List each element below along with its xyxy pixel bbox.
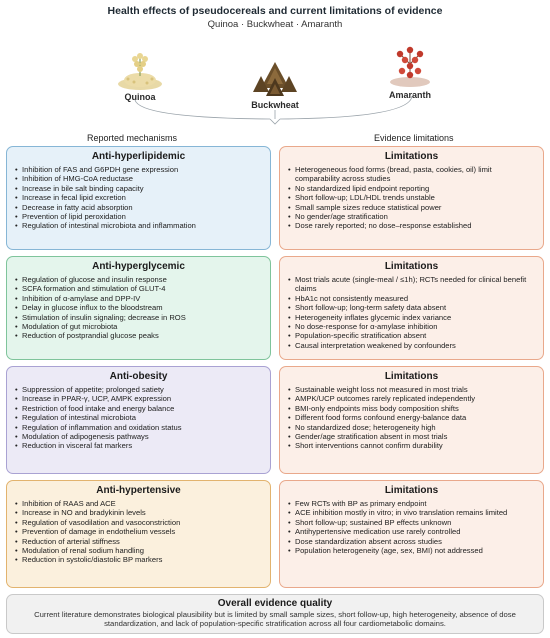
list-item: Modulation of renal sodium handling [15,546,264,556]
list-item: Delay in glucose influx to the bloodstre… [15,303,264,313]
list-item: Few RCTs with BP as primary endpoint [288,499,537,509]
list-item: Gender/age stratification absent in most… [288,432,537,442]
list-item: Most trials acute (single-meal / ≤1h); R… [288,275,537,294]
limitation-list: Few RCTs with BP as primary endpoint ACE… [280,499,543,556]
anti-obesity-mechanisms-box: Anti-obesity Suppression of appetite; pr… [6,366,271,474]
amaranth-crop: Amaranth [375,44,445,100]
figure-subtitle: Quinoa · Buckwheat · Amaranth [207,19,343,30]
overall-title: Overall evidence quality [217,598,333,609]
list-item: Heterogeneity inflates glycemic index va… [288,313,537,323]
buckwheat-label: Buckwheat [251,100,299,110]
anti-hyperglycemic-mechanisms-box: Anti-hyperglycemic Regulation of glucose… [6,256,271,360]
list-item: No standardized lipid endpoint reporting [288,184,537,194]
list-item: Dose rarely reported; no dose–response e… [288,221,537,231]
list-item: Reduction of postprandial glucose peaks [15,331,264,341]
anti-hypertensive-mechanisms-box: Anti-hypertensive Inhibition of RAAS and… [6,480,271,588]
mechanism-box-title: Anti-hyperlipidemic [91,151,186,162]
list-item: Regulation of intestinal microbiota [15,413,264,423]
list-item: No standardized dose; heterogeneity high [288,423,537,433]
mechanism-list: Suppression of appetite; prolonged satie… [7,385,270,451]
list-item: Regulation of glucose and insulin respon… [15,275,264,285]
limitations-box-title: Limitations [384,261,439,272]
list-item: HbA1c not consistently measured [288,294,537,304]
list-item: AMPK/UCP outcomes rarely replicated inde… [288,394,537,404]
list-item: Causal interpretation weakened by confou… [288,341,537,351]
list-item: Short follow-up; long-term safety data a… [288,303,537,313]
buckwheat-crop: Buckwheat [240,58,310,110]
figure-title: Health effects of pseudocereals and curr… [107,5,443,17]
list-item: Suppression of appetite; prolonged satie… [15,385,264,395]
list-item: Increase in NO and bradykinin levels [15,508,264,518]
mechanism-box-title: Anti-hyperglycemic [92,261,185,272]
list-item: Population heterogeneity (age, sex, BMI)… [288,546,537,556]
amaranth-label: Amaranth [388,90,431,100]
list-item: Dose standardization absent across studi… [288,537,537,547]
list-item: Regulation of vasodilation and vasoconst… [15,518,264,528]
anti-hyperlipidemic-mechanisms-box: Anti-hyperlipidemic Inhibition of FAS an… [6,146,271,250]
mechanism-box-title: Anti-hypertensive [96,485,181,496]
list-item: Short follow-up; sustained BP effects un… [288,518,537,528]
list-item: Stimulation of insulin signaling; decrea… [15,313,264,323]
list-item: Inhibition of FAS and G6PDH gene express… [15,165,264,175]
list-item: Inhibition of α-amylase and DPP-IV [15,294,264,304]
list-item: Increase in fecal lipid excretion [15,193,264,203]
limitation-list: Heterogeneous food forms (bread, pasta, … [280,165,543,231]
list-item: Modulation of gut microbiota [15,322,264,332]
list-item: Inhibition of RAAS and ACE [15,499,264,509]
list-item: Reduction of arterial stiffness [15,537,264,547]
list-item: Inhibition of HMG-CoA reductase [15,174,264,184]
limitation-list: Most trials acute (single-meal / ≤1h); R… [280,275,543,351]
list-item: Increase in PPAR-γ, UCP, AMPK expression [15,394,264,404]
list-item: Small sample sizes reduce statistical po… [288,203,537,213]
quinoa-icon [118,53,162,90]
list-item: Increase in bile salt binding capacity [15,184,264,194]
quinoa-label: Quinoa [124,92,156,102]
list-item: Prevention of damage in endothelium vess… [15,527,264,537]
list-item: No dose-response for α-amylase inhibitio… [288,322,537,332]
list-item: Antihypertensive medication use rarely c… [288,527,537,537]
amaranth-icon [390,46,430,87]
list-item: SCFA formation and stimulation of GLUT-4 [15,284,264,294]
anti-hypertensive-limitations-box: Limitations Few RCTs with BP as primary … [279,480,544,588]
list-item: Short interventions cannot confirm durab… [288,441,537,451]
overall-evidence-box: Overall evidence quality Current literat… [6,594,544,634]
list-item: Prevention of lipid peroxidation [15,212,264,222]
list-item: Regulation of inflammation and oxidation… [15,423,264,433]
list-item: Regulation of intestinal microbiota and … [15,221,264,231]
anti-hyperlipidemic-limitations-box: Limitations Heterogeneous food forms (br… [279,146,544,250]
limitations-box-title: Limitations [384,485,439,496]
list-item: Heterogeneous food forms (bread, pasta, … [288,165,537,184]
limitation-list: Sustainable weight loss not measured in … [280,385,543,451]
list-item: Restriction of food intake and energy ba… [15,404,264,414]
list-item: Short follow-up; LDL/HDL trends unstable [288,193,537,203]
list-item: ACE inhibition mostly in vitro; in vivo … [288,508,537,518]
list-item: Different food forms confound energy-bal… [288,413,537,423]
mechanisms-column-header: Reported mechanisms [87,133,178,143]
list-item: Reduction in visceral fat markers [15,441,264,451]
limitations-box-title: Limitations [384,371,439,382]
mechanism-list: Inhibition of FAS and G6PDH gene express… [7,165,270,231]
anti-obesity-limitations-box: Limitations Sustainable weight loss not … [279,366,544,474]
list-item: Modulation of adipogenesis pathways [15,432,264,442]
anti-hyperglycemic-limitations-box: Limitations Most trials acute (single-me… [279,256,544,360]
quinoa-crop: Quinoa [105,46,175,102]
limitations-column-header: Evidence limitations [374,133,454,143]
list-item: Sustainable weight loss not measured in … [288,385,537,395]
list-item: BMI-only endpoints miss body composition… [288,404,537,414]
mechanism-box-title: Anti-obesity [109,371,168,382]
mechanism-list: Inhibition of RAAS and ACE Increase in N… [7,499,270,565]
mechanism-list: Regulation of glucose and insulin respon… [7,275,270,341]
limitations-box-title: Limitations [384,151,439,162]
overall-summary: Current literature demonstrates biologic… [34,610,516,628]
list-item: No gender/age stratification [288,212,537,222]
list-item: Reduction in systolic/diastolic BP marke… [15,555,264,565]
list-item: Population-specific stratification absen… [288,331,537,341]
connector-lines [134,95,413,125]
list-item: Decrease in fatty acid absorption [15,203,264,213]
buckwheat-icon [253,62,297,96]
